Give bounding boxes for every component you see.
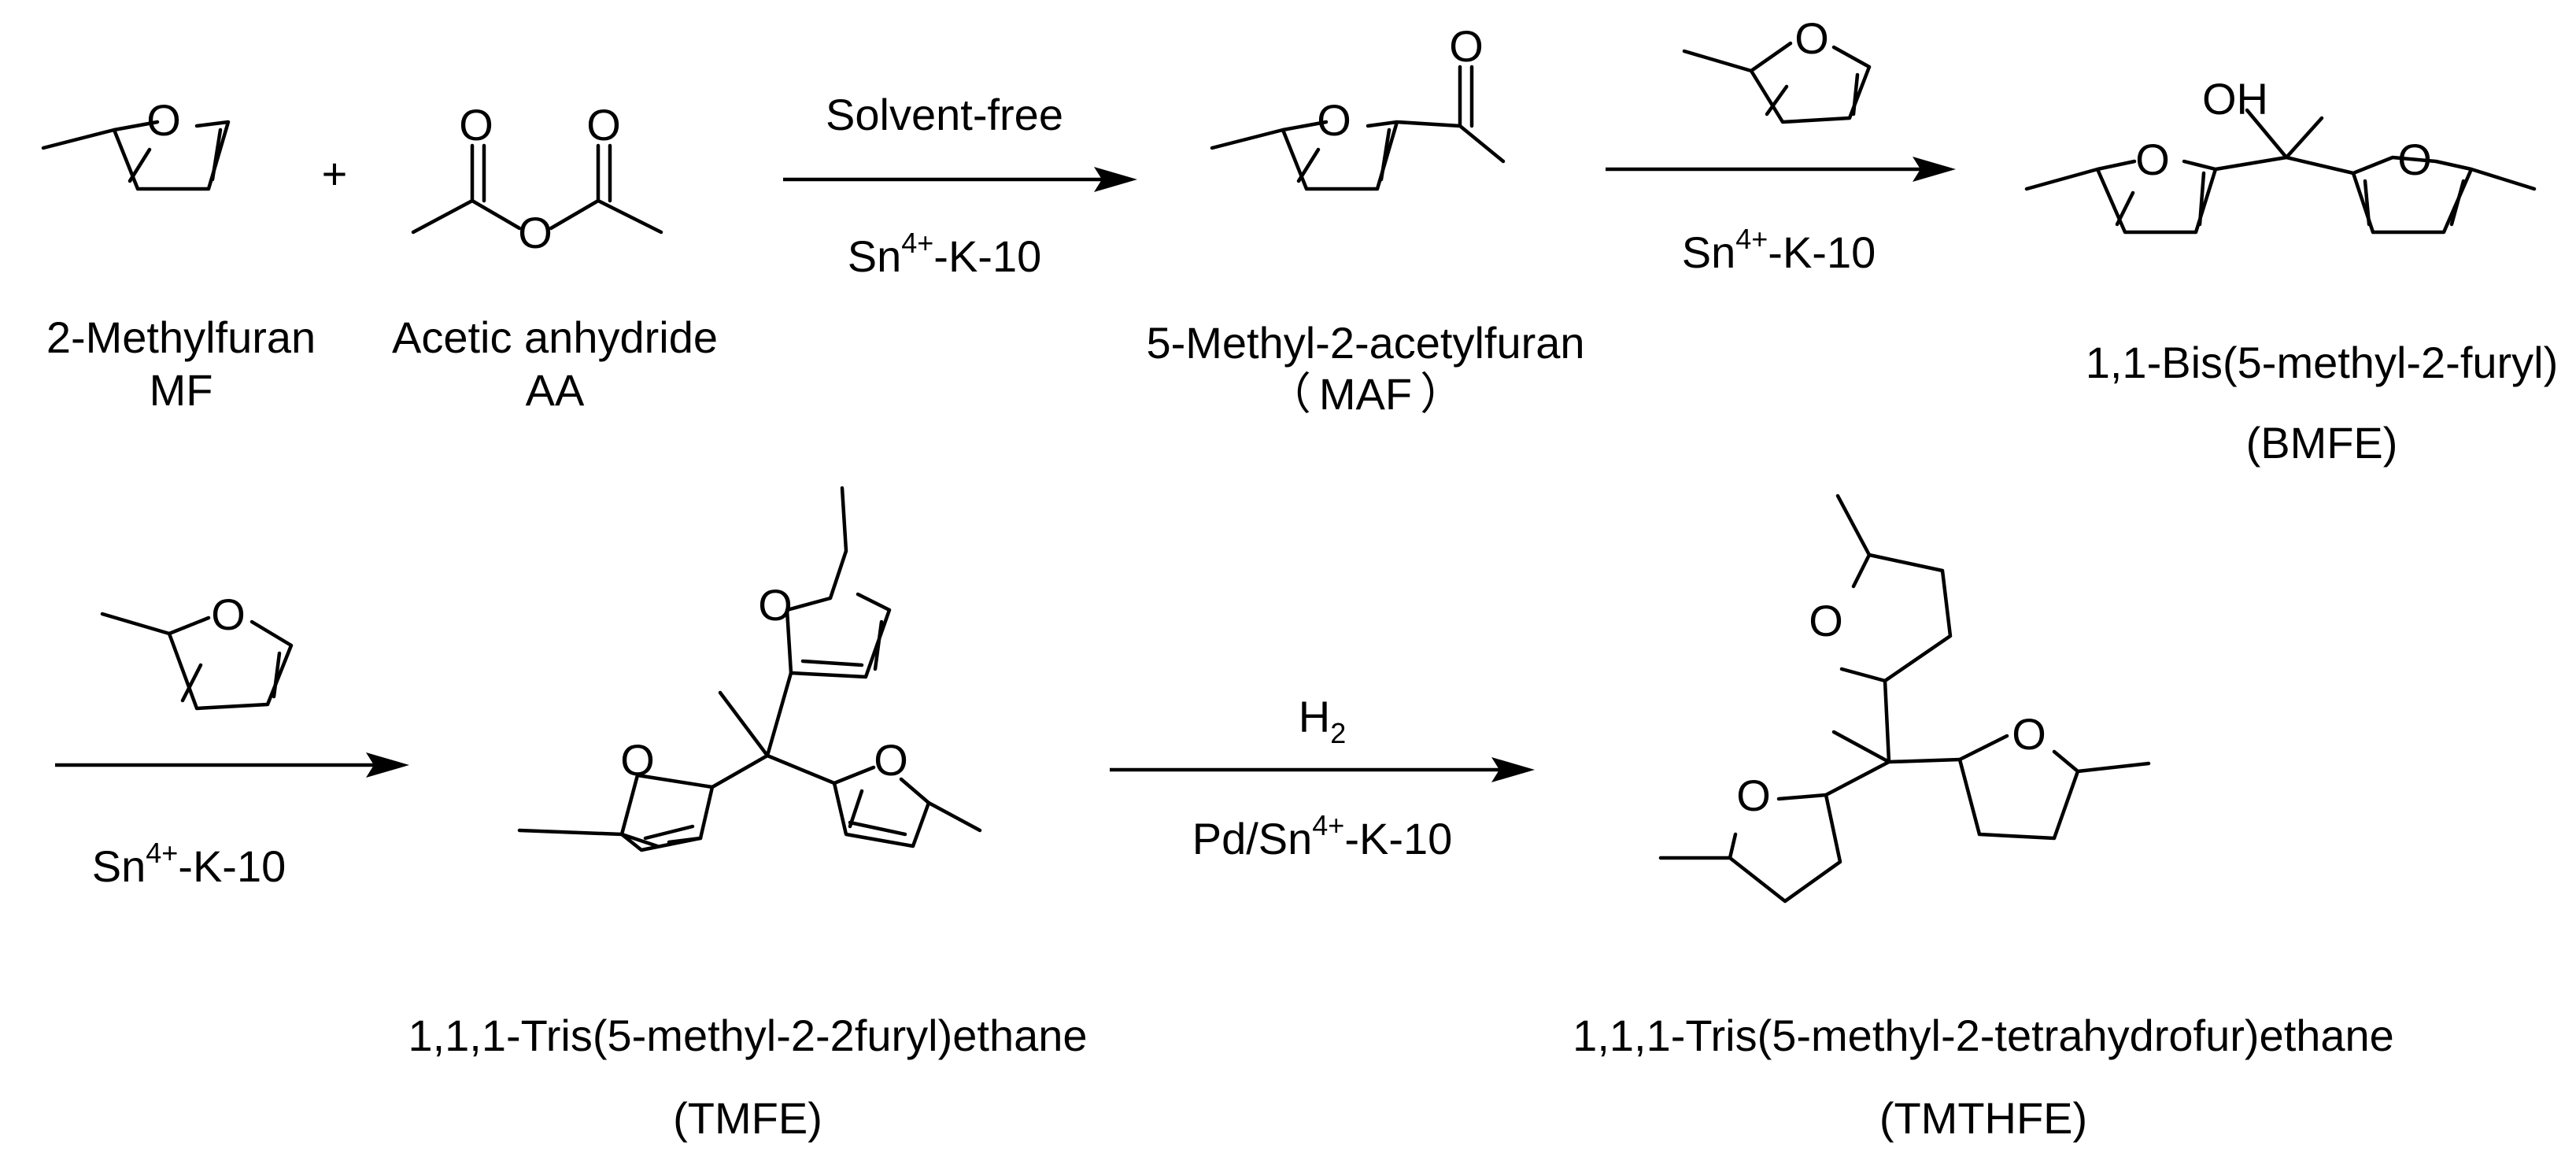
step2-catalyst-label: Sn4+-K-10	[1682, 223, 1876, 277]
step3-catalyst-label: Sn4+-K-10	[92, 837, 286, 891]
tmfe-oxygen-label: O	[874, 735, 908, 785]
structure-2-methylfuran: O	[41, 95, 231, 191]
aa-abbr-label: AA	[526, 365, 585, 415]
structure-acetic-anhydride: O O O	[411, 100, 663, 257]
tmthfe-oxygen-label: O	[1809, 596, 1843, 645]
step2-reagent-oxygen-label: O	[1794, 13, 1829, 63]
reaction-arrow-step1	[783, 167, 1137, 192]
reaction-arrow-step4	[1110, 757, 1535, 782]
tmthfe-name-label: 1,1,1-Tris(5-methyl-2-tetrahydrofur)etha…	[1573, 1011, 2394, 1060]
aa-oxygen-label: O	[518, 208, 553, 257]
tmfe-abbr-label: (TMFE)	[673, 1093, 822, 1143]
maf-oxygen-label: O	[1449, 21, 1484, 71]
step1-condition-label: Solvent-free	[826, 90, 1063, 139]
mf-abbr-label: MF	[150, 365, 213, 415]
tmthfe-abbr-label: (TMTHFE)	[1879, 1093, 2087, 1143]
structure-tmthfe: O O O	[1658, 493, 2151, 904]
bmfe-oxygen-label: O	[2135, 135, 2170, 184]
step3-reagent-methylfuran: O	[100, 590, 294, 711]
tmfe-name-label: 1,1,1-Tris(5-methyl-2-2furyl)ethane	[408, 1011, 1087, 1060]
tmthfe-oxygen-label: O	[1736, 771, 1771, 820]
bmfe-abbr-label: (BMFE)	[2246, 418, 2398, 468]
step2-reagent-methylfuran: O	[1682, 13, 1872, 124]
plus-sign: +	[322, 149, 348, 198]
mf-name-label: 2-Methylfuran	[46, 312, 316, 362]
aa-name-label: Acetic anhydride	[392, 312, 718, 362]
step1-catalyst-label: Sn4+-K-10	[848, 227, 1041, 281]
step4-reagent-label: H2	[1299, 692, 1346, 749]
aa-oxygen-label: O	[586, 100, 621, 150]
step3-reagent-oxygen-label: O	[211, 590, 246, 639]
aa-oxygen-label: O	[459, 100, 493, 150]
maf-oxygen-label: O	[1317, 95, 1351, 145]
bmfe-hydroxyl-label: OH	[2202, 74, 2268, 124]
tmthfe-oxygen-label: O	[2012, 709, 2046, 759]
step4-catalyst-label: Pd/Sn4+-K-10	[1192, 809, 1453, 863]
structure-maf: O O	[1210, 21, 1506, 191]
reaction-arrow-step3	[55, 752, 409, 778]
bmfe-name-label: 1,1-Bis(5-methyl-2-furyl)	[2086, 338, 2559, 387]
structure-bmfe: O O OH	[2024, 74, 2537, 235]
mf-oxygen-label: O	[146, 95, 181, 145]
maf-abbr-label: （MAF）	[1267, 369, 1464, 419]
maf-name-label: 5-Methyl-2-acetylfuran	[1146, 318, 1584, 368]
tmfe-oxygen-label: O	[620, 735, 655, 785]
structure-tmfe: O O O	[517, 486, 982, 852]
tmfe-oxygen-label: O	[758, 580, 793, 630]
bmfe-oxygen-label: O	[2397, 135, 2432, 184]
reaction-arrow-step2	[1606, 157, 1956, 182]
